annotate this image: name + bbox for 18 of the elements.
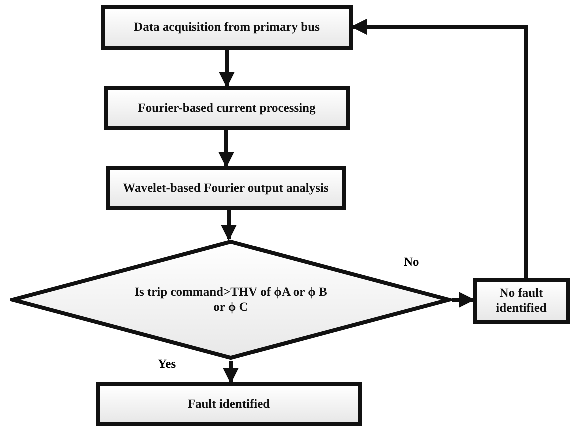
node-text: Fault identified — [188, 396, 270, 412]
node-text: Fourier-based current processing — [138, 100, 316, 116]
arrow — [218, 130, 234, 168]
node-text: Wavelet-based Fourier output analysis — [123, 180, 329, 196]
process-box — [473, 278, 570, 324]
process-box — [96, 382, 362, 426]
arrow — [452, 292, 475, 308]
decision-diamond — [10, 239, 452, 361]
node-text: Is trip command>THV of ϕA or ϕ B or ϕ C — [134, 285, 328, 315]
arrow — [351, 19, 528, 278]
node-text: No fault identified — [495, 286, 548, 316]
arrow — [223, 361, 239, 384]
arrow — [221, 210, 237, 241]
node-text: Data acquisition from primary bus — [134, 20, 320, 35]
process-box — [104, 86, 350, 130]
process-box — [106, 166, 346, 210]
arrow — [219, 50, 235, 88]
process-box — [101, 5, 353, 50]
